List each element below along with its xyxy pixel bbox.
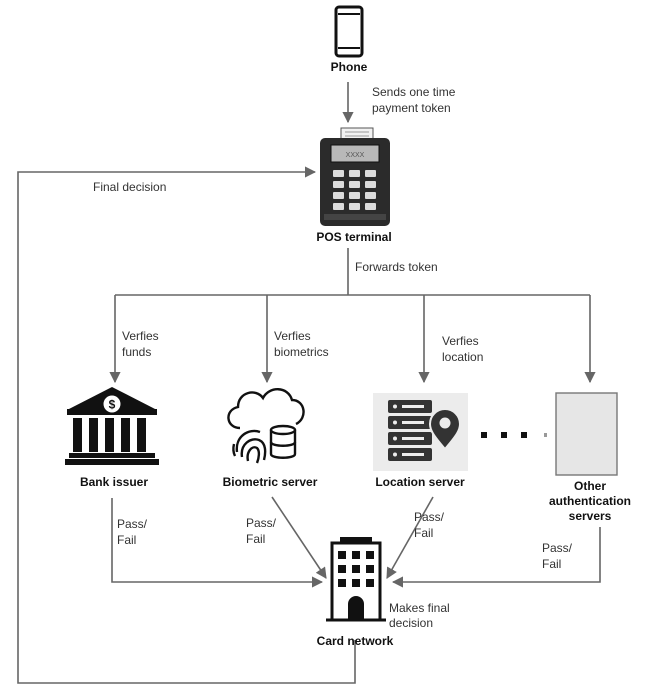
bank-icon: $ (65, 387, 159, 465)
pass-fail-location-line2: Fail (414, 526, 433, 540)
edge-location-to-card (386, 496, 434, 579)
phone-to-pos-label-line1: Sends one time (372, 85, 456, 99)
other-servers-label-line1: Other (574, 479, 606, 493)
biometric-server-node: Biometric server (223, 388, 318, 489)
makes-final-line1: Makes final (389, 601, 450, 615)
final-decision-label: Final decision (93, 180, 166, 194)
server-rack-icon (388, 400, 432, 461)
verifies-biometrics-line2: biometrics (274, 345, 329, 359)
phone-icon (334, 5, 364, 58)
verifies-location-line2: location (442, 350, 483, 364)
svg-text:$: $ (109, 398, 116, 412)
location-server-label: Location server (375, 475, 465, 489)
pass-fail-location-line1: Pass/ (414, 510, 445, 524)
pos-terminal-label: POS terminal (316, 230, 391, 244)
phone-to-pos-label-line2: payment token (372, 101, 451, 115)
pass-fail-bank-line2: Fail (117, 533, 136, 547)
verifies-biometrics-line1: Verfies (274, 329, 311, 343)
other-servers-label-line3: servers (569, 509, 612, 523)
other-servers-node: Other authentication servers (549, 392, 631, 523)
location-server-node: Location server (373, 393, 468, 489)
location-pin-icon (428, 408, 462, 451)
pos-terminal-node: XXXX POS terminal (316, 127, 392, 244)
ellipsis-dots (481, 432, 547, 438)
card-network-node: Card network (317, 537, 394, 648)
other-servers-placeholder (555, 392, 618, 476)
card-network-label: Card network (317, 634, 394, 648)
phone-node: Phone (331, 5, 368, 74)
pass-fail-biometric-line1: Pass/ (246, 516, 277, 530)
edge-bank-to-card (111, 498, 324, 588)
pass-fail-other-line1: Pass/ (542, 541, 573, 555)
pass-fail-biometric-line2: Fail (246, 532, 265, 546)
edge-other-to-card (391, 527, 601, 588)
verifies-funds-line2: funds (122, 345, 151, 359)
pos-terminal-icon: XXXX (320, 127, 390, 226)
edge-biometric-to-card (271, 496, 327, 579)
connectors (17, 82, 601, 684)
other-servers-label-line2: authentication (549, 494, 631, 508)
phone-label: Phone (331, 60, 368, 74)
pass-fail-bank-line1: Pass/ (117, 517, 148, 531)
makes-final-line2: decision (389, 616, 433, 630)
biometric-server-label: Biometric server (223, 475, 318, 489)
verifies-location-line1: Verfies (442, 334, 479, 348)
pass-fail-other-line2: Fail (542, 557, 561, 571)
edge-final-decision-loop (17, 166, 356, 684)
verifies-funds-line1: Verfies (122, 329, 159, 343)
pos-screen-text: XXXX (346, 152, 365, 159)
bank-issuer-node: $ Bank issuer (65, 387, 159, 489)
office-building-icon (326, 537, 386, 622)
forwards-token-label: Forwards token (355, 260, 438, 274)
biometric-cloud-icon (227, 388, 305, 464)
bank-issuer-label: Bank issuer (80, 475, 148, 489)
